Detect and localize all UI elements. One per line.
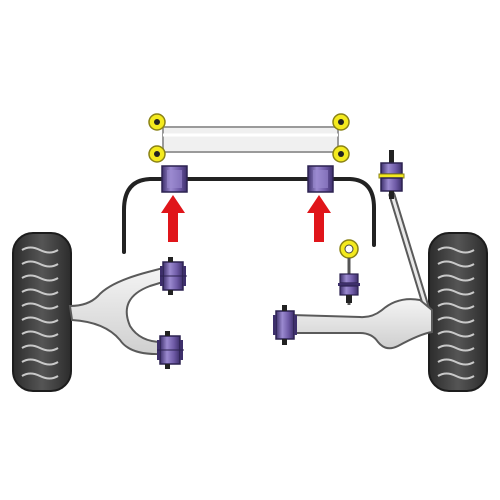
strut-rod — [388, 191, 431, 314]
left-tyre-icon — [12, 232, 72, 392]
anti-roll-bar-bush-left — [161, 165, 188, 193]
crossmember-bolt-icon — [332, 145, 350, 163]
crossmember-bolt-icon — [332, 113, 350, 131]
wishbone-bush-upper — [160, 257, 187, 295]
crossmember-bolt-icon — [148, 145, 166, 163]
arrow-up-icon — [307, 195, 331, 242]
anti-roll-bar-bush-right — [307, 165, 334, 193]
left-wishbone-arm — [68, 266, 164, 356]
right-lower-arm — [291, 298, 433, 350]
lower-arm-bush — [273, 305, 297, 345]
wishbone-bush-lower — [157, 331, 184, 369]
right-tyre-icon — [428, 232, 488, 392]
crossmember-bolt-icon — [148, 113, 166, 131]
anti-roll-bar — [122, 177, 376, 254]
crossmember — [162, 126, 339, 153]
drop-link — [338, 239, 360, 305]
arrow-up-icon — [161, 195, 185, 242]
strut-rod-bush — [378, 150, 405, 199]
